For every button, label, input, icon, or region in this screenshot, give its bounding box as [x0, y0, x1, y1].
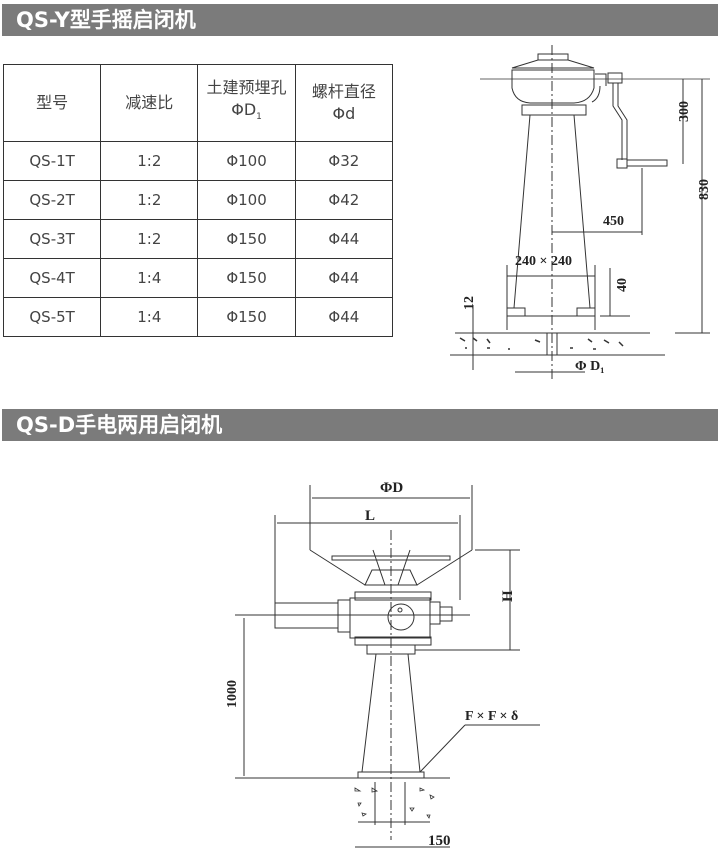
- dim-12: 12: [462, 296, 477, 310]
- dim-830: 830: [697, 179, 712, 200]
- cell: Φ100: [197, 141, 296, 181]
- cell: 1:4: [100, 258, 199, 298]
- dim-150: 150: [428, 833, 451, 849]
- cell: Φ150: [197, 219, 296, 259]
- header-screw-label: 螺杆直径: [311, 82, 376, 101]
- header-screw-symbol: Φd: [332, 104, 356, 123]
- qs-y-drawing: 300 830 450 240 × 240 40 12 Φ D₁: [450, 45, 712, 380]
- cell: Φ150: [197, 258, 296, 298]
- header-model: 型号: [2, 64, 102, 142]
- section-title-qs-d: QS-D手电两用启闭机: [2, 409, 718, 441]
- dim-l: L: [365, 508, 375, 524]
- cell: 1:2: [100, 180, 199, 220]
- cell: 1:2: [100, 219, 199, 259]
- header-screw: 螺杆直径 Φd: [294, 64, 394, 142]
- cell: Φ44: [294, 258, 394, 298]
- cell: Φ44: [294, 297, 394, 337]
- dim-40: 40: [615, 278, 630, 292]
- cell: Φ42: [294, 180, 394, 220]
- dim-phi-d: ΦD: [380, 480, 403, 496]
- cell: Φ32: [294, 141, 394, 181]
- cell: Φ150: [197, 297, 296, 337]
- cell: 1:2: [100, 141, 199, 181]
- cell: QS-2T: [2, 180, 102, 220]
- dim-300: 300: [677, 101, 692, 122]
- dim-plate: F × F × δ: [465, 709, 518, 724]
- dim-h: H: [500, 590, 516, 602]
- cell: Φ44: [294, 219, 394, 259]
- header-hole-sub: 1: [256, 112, 262, 123]
- cell: Φ100: [197, 180, 296, 220]
- header-ratio: 减速比: [100, 64, 199, 142]
- header-hole-label: 土建预埋孔: [206, 78, 287, 98]
- cell: QS-1T: [2, 141, 102, 181]
- cell: QS-3T: [2, 219, 102, 259]
- cell: QS-4T: [2, 258, 102, 298]
- dim-1000: 1000: [225, 680, 240, 708]
- section-title-qs-y: QS-Y型手摇启闭机: [2, 4, 718, 36]
- qs-d-drawing: ΦD L H 1000 F × F × δ 150: [225, 480, 540, 849]
- header-hole-symbol: ΦD: [231, 100, 257, 120]
- dim-450: 450: [603, 214, 624, 229]
- dim-240x240: 240 × 240: [515, 254, 572, 269]
- cell: QS-5T: [2, 297, 102, 337]
- dim-hole: Φ D₁: [575, 359, 604, 374]
- cell: 1:4: [100, 297, 199, 337]
